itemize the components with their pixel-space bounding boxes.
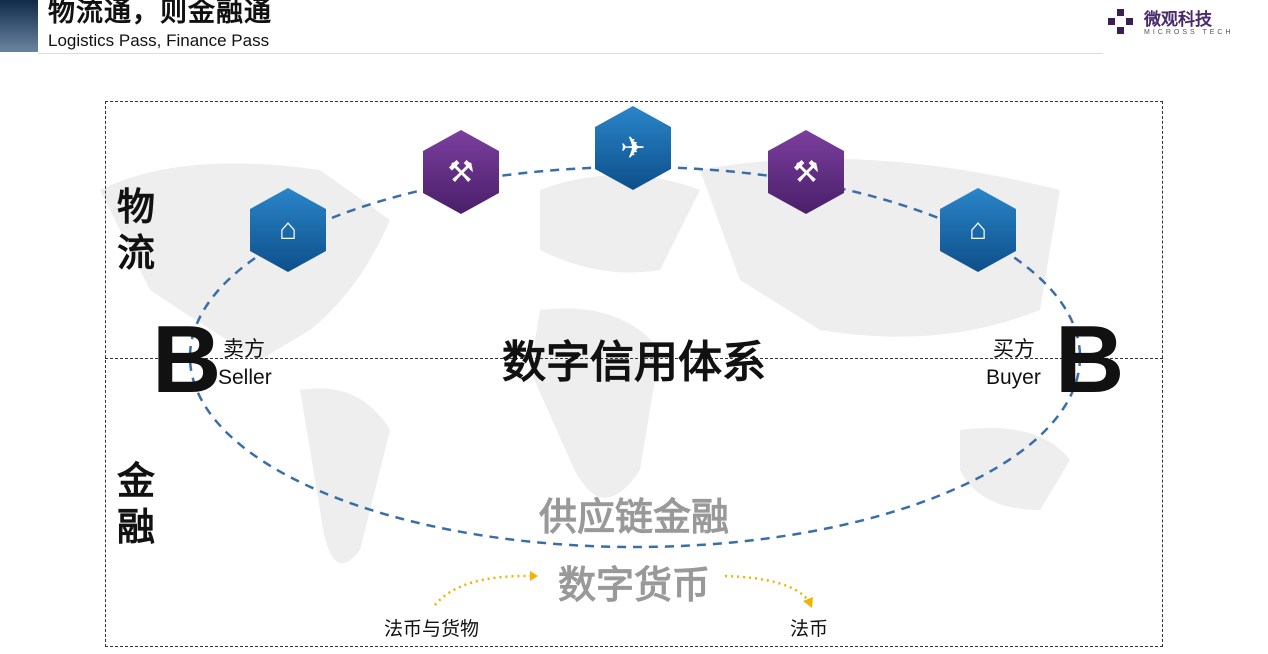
fiat-and-goods-label: 法币与货物 (384, 619, 480, 640)
customs-icon: ⚒ (768, 130, 844, 214)
header-divider (38, 53, 1103, 54)
logo-en: MICROSS TECH (1144, 28, 1234, 36)
digital-credit-system-title: 数字信用体系 (502, 337, 766, 388)
header-accent-bar (0, 0, 38, 52)
finance-label: 金融 (116, 459, 155, 549)
logistics-label: 物流 (116, 185, 155, 275)
section-divider (105, 358, 1163, 359)
flow-arrow-left (434, 574, 531, 606)
buyer-letter: B (1055, 306, 1125, 413)
digital-currency-label: 数字货币 (557, 563, 710, 607)
page-subtitle: Logistics Pass, Finance Pass (48, 31, 270, 50)
logo-cn: 微观科技 (1144, 9, 1212, 30)
logo-mark-icon (1108, 9, 1133, 34)
supply-chain-finance-label: 供应链金融 (538, 495, 729, 539)
diagram-frame (105, 101, 1163, 647)
page-title: 物流通，则金融通 (48, 0, 272, 28)
fiat-label: 法币 (790, 619, 829, 640)
seller-letter: B (152, 306, 222, 413)
warehouse-icon: ⌂ (940, 188, 1016, 272)
transport-icon: ✈ (595, 106, 671, 190)
flow-arrow-right (724, 574, 809, 601)
